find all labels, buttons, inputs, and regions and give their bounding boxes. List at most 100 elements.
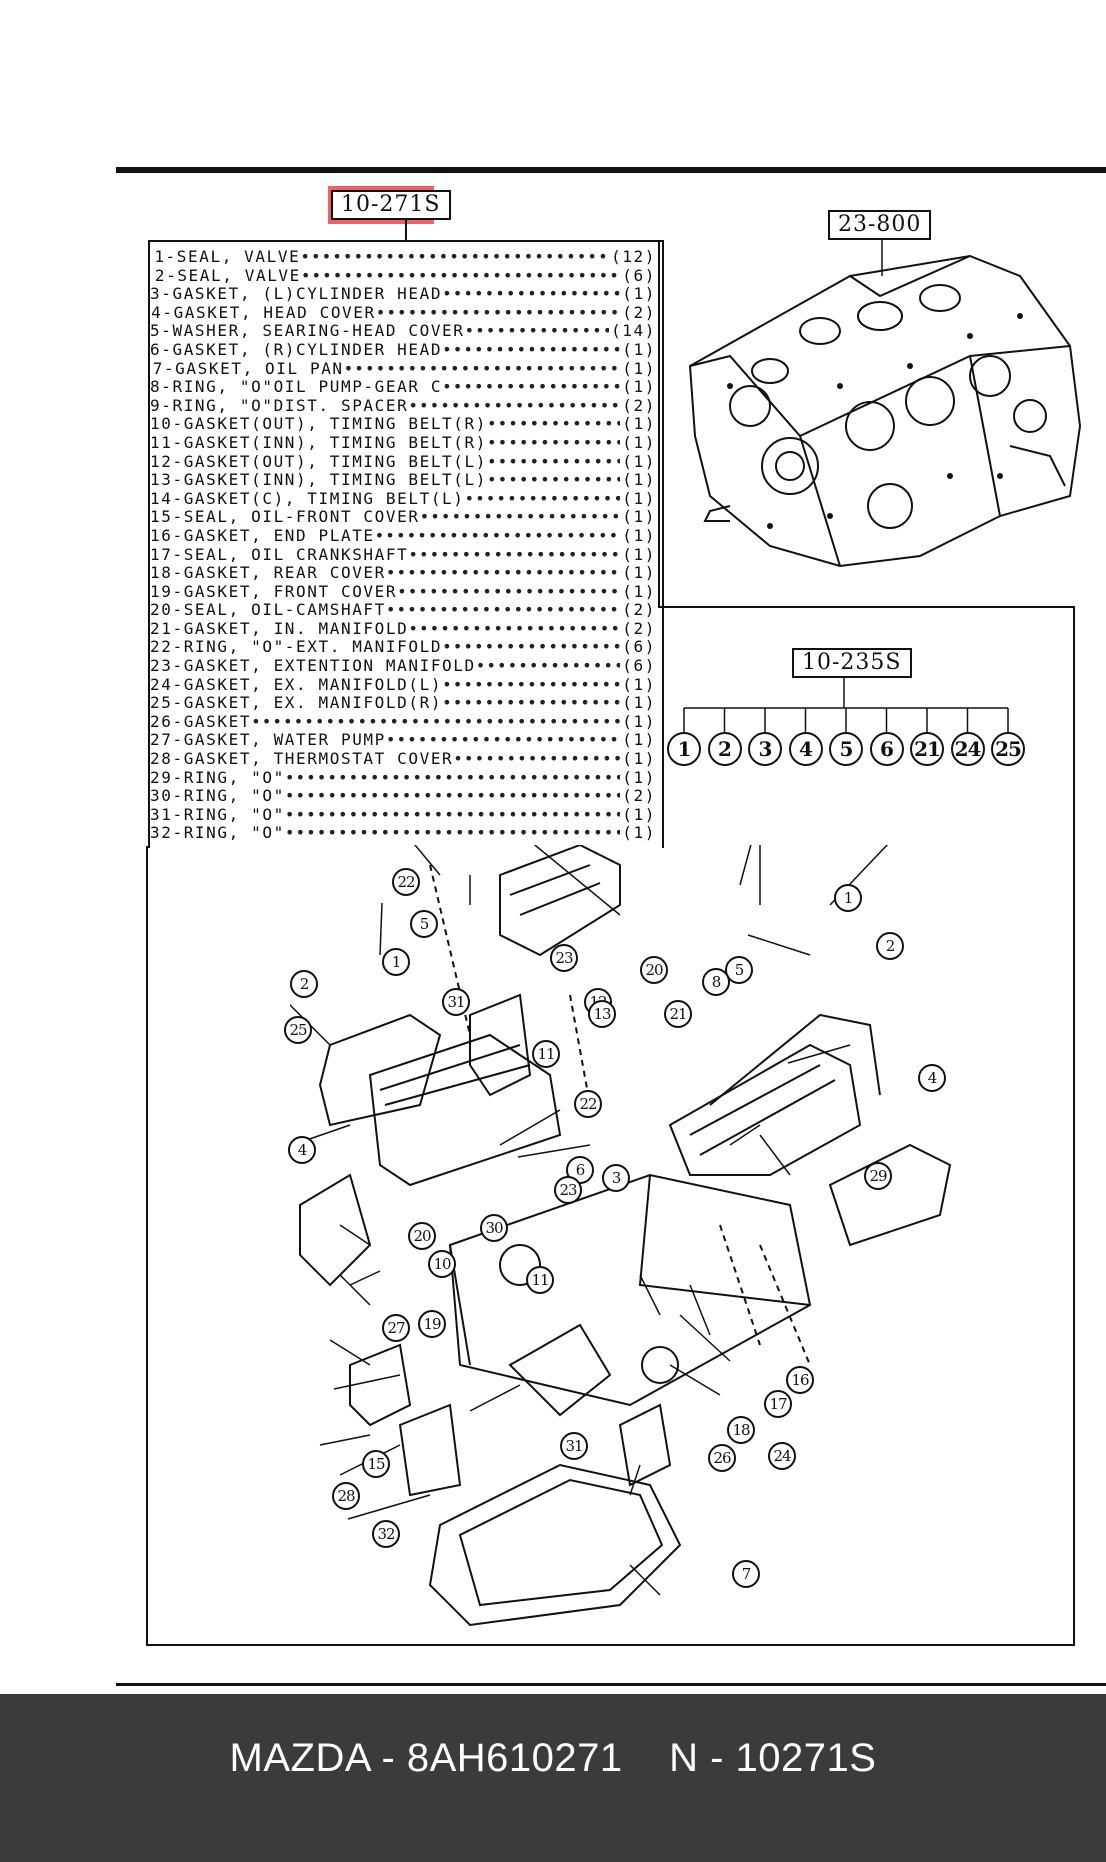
part-separator: - xyxy=(172,452,184,471)
part-name: GASKET xyxy=(183,712,252,731)
part-quantity: (6) xyxy=(622,657,656,676)
part-separator: - xyxy=(172,675,184,694)
part-number: 12 xyxy=(150,452,173,471)
part-callout: 2 xyxy=(876,932,904,960)
part-number: 32 xyxy=(150,824,173,843)
part-quantity: (1) xyxy=(622,768,656,787)
part-quantity: (14) xyxy=(611,322,656,341)
kit-callout: 21 xyxy=(910,732,944,766)
part-callout: 30 xyxy=(480,1214,508,1242)
part-name: GASKET, HEAD COVER xyxy=(173,303,376,322)
part-separator: - xyxy=(172,805,184,824)
part-callout: 1 xyxy=(834,884,862,912)
part-quantity: (1) xyxy=(622,340,656,359)
diagram-callouts: 1122344556781011111213151617181920202122… xyxy=(284,868,946,1588)
part-number: 17 xyxy=(150,545,173,564)
part-callout: 26 xyxy=(708,1444,736,1472)
part-quantity: (1) xyxy=(622,285,656,304)
parts-list-panel: 1-SEAL, VALVE(12)2-SEAL, VALVE(6)3-GASKE… xyxy=(148,240,664,848)
part-separator: - xyxy=(172,638,184,657)
part-quantity: (1) xyxy=(622,471,656,490)
exploded-engine-drawing xyxy=(290,845,952,1627)
part-name: SEAL, OIL-CAMSHAFT xyxy=(183,601,386,620)
part-quantity: (1) xyxy=(622,378,656,397)
parts-list-item: 19-GASKET, FRONT COVER(1) xyxy=(150,583,656,602)
part-callout: 8 xyxy=(702,968,730,996)
part-name: GASKET(C), TIMING BELT(L) xyxy=(183,489,465,508)
part-name: GASKET(OUT), TIMING BELT(L) xyxy=(183,452,487,471)
part-number: 21 xyxy=(150,619,173,638)
parts-list: 1-SEAL, VALVE(12)2-SEAL, VALVE(6)3-GASKE… xyxy=(150,248,656,843)
footer-caption: MAZDA - 8AH610271 N - 10271S xyxy=(229,1736,877,1780)
part-quantity: (1) xyxy=(622,694,656,713)
part-number: 20 xyxy=(150,601,173,620)
parts-list-item: 25-GASKET, EX. MANIFOLD(R)(1) xyxy=(150,694,656,713)
part-name: RING, "O"DIST. SPACER xyxy=(172,396,409,415)
part-callout: 11 xyxy=(526,1266,554,1294)
kit-callout: 25 xyxy=(991,732,1025,766)
part-quantity: (6) xyxy=(622,266,656,285)
part-callout: 31 xyxy=(560,1432,588,1460)
part-callout: 32 xyxy=(372,1520,400,1548)
part-number: 25 xyxy=(150,694,173,713)
part-number: 11 xyxy=(150,433,173,452)
part-quantity: (1) xyxy=(622,415,656,434)
part-name: GASKET(INN), TIMING BELT(R) xyxy=(183,433,487,452)
part-callout: 17 xyxy=(764,1390,792,1418)
part-callout: 22 xyxy=(574,1090,602,1118)
part-quantity: (6) xyxy=(622,638,656,657)
part-name: GASKET, FRONT COVER xyxy=(183,582,398,601)
bottom-rule xyxy=(116,1683,1106,1686)
diagram-frame-divider xyxy=(658,240,660,608)
part-separator: - xyxy=(172,601,184,620)
part-separator: - xyxy=(161,396,173,415)
footer-bar: MAZDA - 8AH610271 N - 10271S xyxy=(0,1694,1106,1862)
main-reference-leader xyxy=(405,220,407,242)
part-name: GASKET, IN. MANIFOLD xyxy=(183,619,409,638)
part-number: 15 xyxy=(150,508,173,527)
part-quantity: (1) xyxy=(622,526,656,545)
part-name: GASKET, OIL PAN xyxy=(175,359,344,378)
parts-list-item: 28-GASKET, THERMOSTAT COVER(1) xyxy=(150,750,656,769)
part-quantity: (1) xyxy=(622,359,656,378)
part-separator: - xyxy=(172,433,184,452)
part-separator: - xyxy=(172,619,184,638)
part-name: SEAL, OIL-FRONT COVER xyxy=(183,508,420,527)
kit-callout: 3 xyxy=(748,732,782,766)
part-name: GASKET(INN), TIMING BELT(L) xyxy=(183,471,487,490)
part-number: 8 xyxy=(150,378,162,397)
part-separator: - xyxy=(172,564,184,583)
part-quantity: (12) xyxy=(611,248,656,266)
diagram-frame-top xyxy=(660,606,1075,608)
part-number: 2 xyxy=(154,266,167,285)
part-quantity: (1) xyxy=(622,508,656,527)
kit-reference-box: 10-235S xyxy=(792,648,912,678)
part-separator: - xyxy=(172,489,184,508)
part-name: RING, "O" xyxy=(183,805,285,824)
part-callout: 31 xyxy=(442,988,470,1016)
part-quantity: (1) xyxy=(622,545,656,564)
part-number: 23 xyxy=(150,657,173,676)
part-callout: 20 xyxy=(408,1222,436,1250)
part-number: 16 xyxy=(150,526,173,545)
part-number: 14 xyxy=(150,489,173,508)
parts-list-item: 4-GASKET, HEAD COVER(2) xyxy=(150,304,656,323)
parts-list-item: 15-SEAL, OIL-FRONT COVER(1) xyxy=(150,508,656,527)
part-number: 10 xyxy=(150,415,173,434)
kit-callout: 24 xyxy=(950,732,985,766)
parts-list-item: 30-RING, "O"(2) xyxy=(150,787,656,806)
parts-list-item: 32-RING, "O"(1) xyxy=(150,824,656,843)
kit-callout: 4 xyxy=(788,732,823,766)
part-callout: 25 xyxy=(284,1016,312,1044)
part-separator: - xyxy=(161,322,173,341)
parts-list-item: 26-GASKET(1) xyxy=(150,713,656,732)
kit-callout: 2 xyxy=(707,732,742,766)
part-callout: 27 xyxy=(382,1314,410,1342)
part-separator: - xyxy=(172,694,184,713)
part-separator: - xyxy=(172,787,184,806)
part-number: 26 xyxy=(150,712,173,731)
main-reference-box: 10-271S xyxy=(331,190,451,220)
parts-list-item: 1-SEAL, VALVE(12) xyxy=(150,248,656,267)
part-name: RING, "O" xyxy=(183,768,285,787)
